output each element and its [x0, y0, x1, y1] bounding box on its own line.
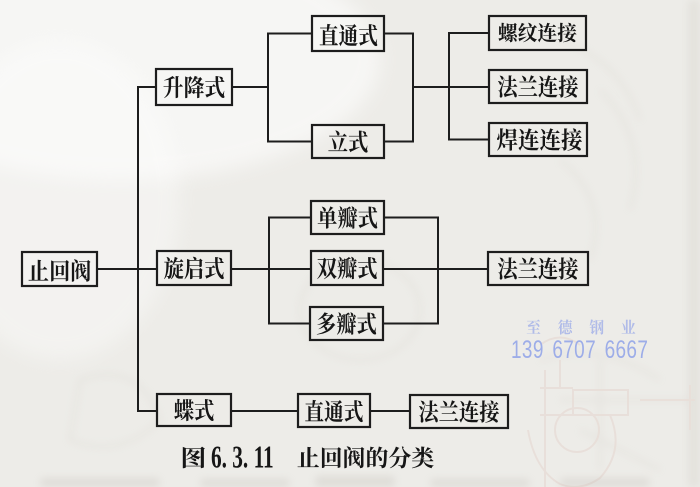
- svg-text:139 6707 6667: 139 6707 6667: [511, 336, 648, 364]
- svg-text:6. 3. 11: 6. 3. 11: [211, 439, 274, 474]
